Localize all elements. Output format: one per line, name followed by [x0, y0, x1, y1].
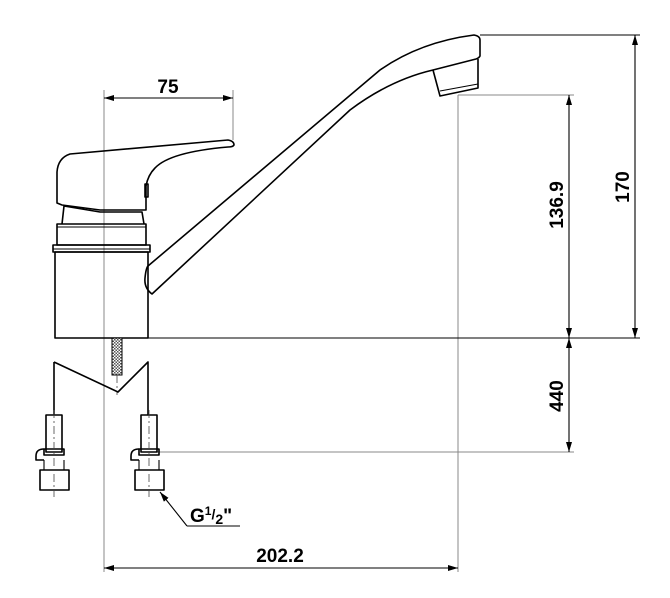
spout [144, 34, 481, 295]
dimension-202-2-label: 202.2 [256, 546, 304, 567]
supply-hoses [35, 361, 165, 497]
dimension-136-9: 136.9 [547, 95, 572, 338]
dimension-75: 75 [104, 77, 233, 101]
dimension-440-label: 440 [547, 380, 568, 412]
dimension-170-label: 170 [613, 171, 634, 203]
hose-fitting-left [35, 410, 70, 497]
dimension-170: 170 [613, 35, 638, 338]
mounting-stud [111, 337, 123, 395]
dimension-202-2: 202.2 [104, 546, 458, 571]
lever-handle [56, 139, 235, 211]
extension-lines [103, 34, 640, 572]
dimension-136-9-label: 136.9 [547, 181, 568, 229]
faucet-body [52, 205, 151, 339]
thread-callout: G1/2" [159, 491, 240, 527]
hose-fitting-right [130, 410, 165, 497]
dimension-440: 440 [547, 338, 572, 452]
dimension-75-label: 75 [157, 77, 179, 98]
thread-label: G1/2" [190, 504, 232, 527]
